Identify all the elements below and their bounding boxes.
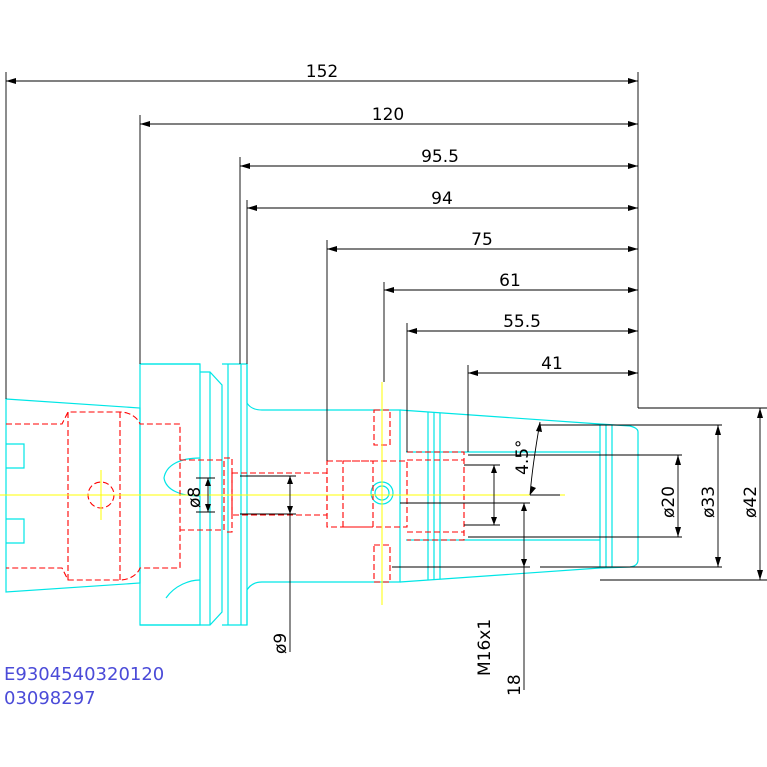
bore-curve-bottom xyxy=(165,579,201,599)
dim-94: 94 xyxy=(431,189,453,209)
part-code-secondary: 03098297 xyxy=(4,688,96,709)
dim-dia33: ø33 xyxy=(699,486,719,518)
dim-55-5: 55.5 xyxy=(503,312,541,332)
dim-thread: M16x1 xyxy=(475,619,495,676)
shank-notch-top xyxy=(6,443,25,469)
dim-61: 61 xyxy=(499,271,521,291)
screw-head xyxy=(342,460,374,528)
through-bore xyxy=(180,459,225,531)
hidden-lines xyxy=(6,409,465,583)
shank-notch-bottom xyxy=(6,518,25,544)
dim-95-5: 95.5 xyxy=(421,147,459,167)
dim-120: 120 xyxy=(372,105,404,125)
dim-dia20: ø20 xyxy=(659,486,679,518)
nose-outline xyxy=(399,409,639,583)
bore-section xyxy=(231,472,328,516)
dim-dia42: ø42 xyxy=(741,486,761,518)
part-code-primary: E9304540320120 xyxy=(4,664,164,685)
dim-dia9: ø9 xyxy=(271,633,291,654)
shank-bore xyxy=(6,411,181,581)
part-codes: E9304540320120 03098297 xyxy=(4,664,164,709)
centerlines xyxy=(0,382,565,605)
dimension-labels: 152 120 95.5 94 75 61 55.5 41 4.5° ø8 ø9… xyxy=(185,62,761,696)
dim-angle: 4.5° xyxy=(513,439,533,475)
screw-body xyxy=(326,460,408,528)
dim-18: 18 xyxy=(505,674,525,696)
arrowheads xyxy=(6,78,763,580)
dimension-lines xyxy=(5,72,767,690)
body-outline xyxy=(246,364,401,625)
thread-section xyxy=(407,451,465,541)
dim-75: 75 xyxy=(471,230,493,250)
dim-41: 41 xyxy=(541,354,563,374)
dim-dia8: ø8 xyxy=(185,487,205,508)
flange-groove xyxy=(200,371,223,626)
dim-152: 152 xyxy=(306,62,338,82)
